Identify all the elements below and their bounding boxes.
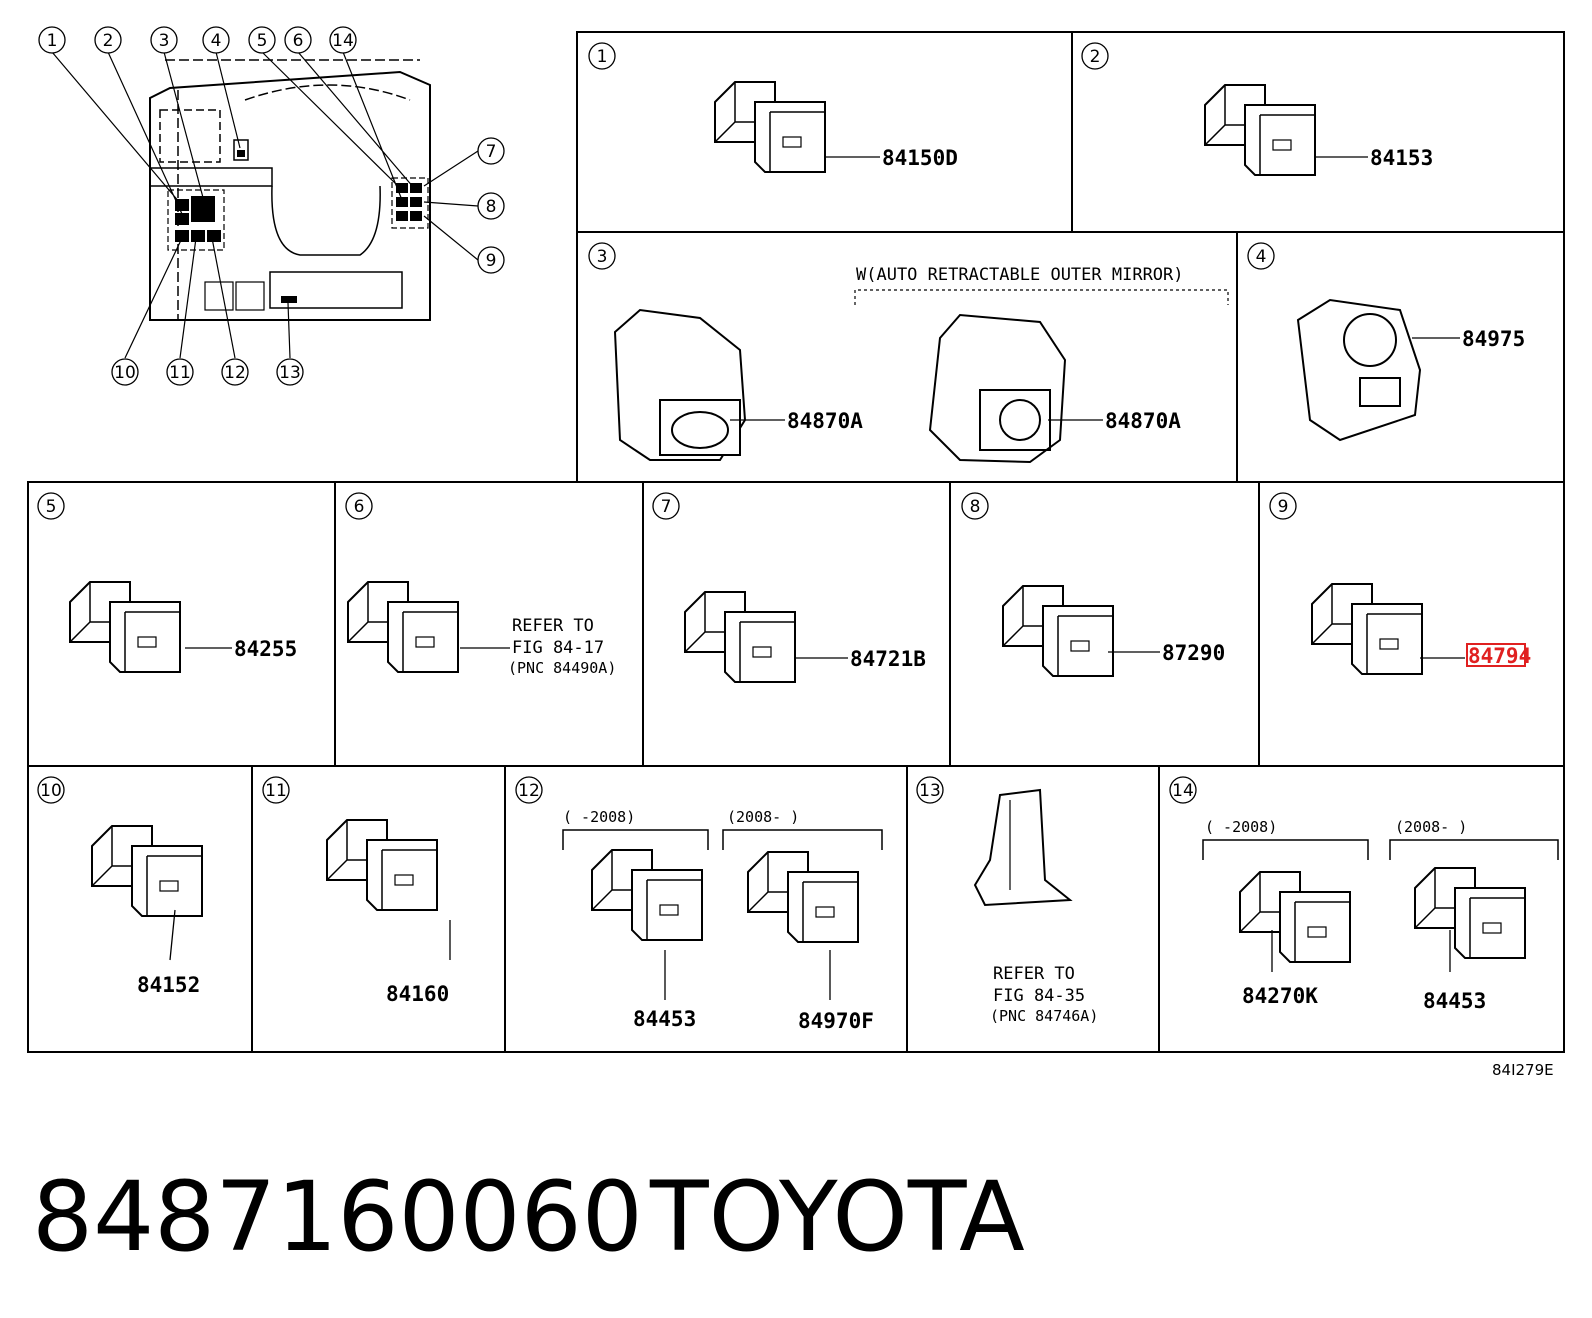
- panel-index-8: 8: [970, 497, 981, 517]
- refer-6-line1: REFER TO: [512, 616, 594, 636]
- panel-index-13: 13: [919, 781, 941, 801]
- panel-index-3: 3: [597, 247, 608, 267]
- panel-index-4: 4: [1256, 247, 1267, 267]
- panel-index-10: 10: [40, 781, 62, 801]
- part-number-84870a-left[interactable]: 84870A: [787, 409, 863, 433]
- switch-drawing-84255: [69, 581, 181, 673]
- overview-callout-2: 2: [103, 31, 114, 51]
- switch-drawing-84970f: [747, 851, 859, 943]
- refer-13-line3: (PNC 84746A): [990, 1007, 1098, 1025]
- figure-code: 84I279E: [1492, 1061, 1554, 1079]
- dimmer-switch-drawing: [1296, 298, 1422, 442]
- mirror-switch-drawing-left: [613, 308, 747, 461]
- part-number-84453-old[interactable]: 84453: [633, 1007, 696, 1031]
- overview-callout-5: 5: [257, 31, 268, 51]
- part-number-84152[interactable]: 84152: [137, 973, 200, 997]
- switch-drawing-panel6: [347, 581, 459, 673]
- panel-index-2: 2: [1090, 47, 1101, 67]
- refer-6-line3: (PNC 84490A): [508, 659, 616, 677]
- switch-drawing-84453-old: [591, 849, 703, 941]
- overview-callout-6: 6: [293, 31, 304, 51]
- overview-callout-11: 11: [169, 363, 191, 383]
- panel-index-6: 6: [354, 497, 365, 517]
- auto-retractable-note: W(AUTO RETRACTABLE OUTER MIRROR): [856, 265, 1184, 285]
- panel-index-1: 1: [597, 47, 608, 67]
- switch-drawing-84153: [1204, 84, 1316, 176]
- panel-index-9: 9: [1278, 497, 1289, 517]
- part-number-87290[interactable]: 87290: [1162, 641, 1225, 665]
- overview-callout-14: 14: [332, 31, 354, 51]
- part-number-84975[interactable]: 84975: [1462, 327, 1525, 351]
- part-number-84255[interactable]: 84255: [234, 637, 297, 661]
- footer-brand: TOYOTA: [649, 1161, 1025, 1273]
- panel-grid: [27, 31, 1565, 1053]
- mirror-switch-drawing-right: [928, 313, 1067, 464]
- overview-callout-13: 13: [279, 363, 301, 383]
- overview-dashboard: 1 2 3 4 5 6 14 7 8 9 10 11 12 13: [38, 26, 505, 386]
- overview-callout-9: 9: [486, 251, 497, 271]
- overview-callout-10: 10: [114, 363, 136, 383]
- switch-drawing-84721b: [684, 591, 796, 683]
- switch-drawing-84150d: [714, 81, 826, 173]
- overview-callout-4: 4: [211, 31, 222, 51]
- panel-index-11: 11: [265, 781, 287, 801]
- refer-13-line2: FIG 84-35: [993, 986, 1085, 1006]
- part-number-84721b[interactable]: 84721B: [850, 647, 926, 671]
- connector-drawing: [973, 788, 1073, 907]
- refer-6-line2: FIG 84-17: [512, 638, 604, 658]
- panel-index-7: 7: [661, 497, 672, 517]
- footer-part-number: 8487160060: [32, 1161, 643, 1273]
- overview-callout-12: 12: [224, 363, 246, 383]
- switch-drawing-84453-new: [1414, 867, 1526, 959]
- part-number-84270k[interactable]: 84270K: [1242, 984, 1318, 1008]
- refer-13-line1: REFER TO: [993, 964, 1075, 984]
- panel-index-14: 14: [1172, 781, 1194, 801]
- switch-drawing-84152: [91, 825, 203, 917]
- range-14-old: ( -2008): [1205, 818, 1277, 836]
- part-number-84153[interactable]: 84153: [1370, 146, 1433, 170]
- range-12-old: ( -2008): [563, 808, 635, 826]
- panel-index-5: 5: [46, 497, 57, 517]
- part-number-84150d[interactable]: 84150D: [882, 146, 958, 170]
- part-number-84160[interactable]: 84160: [386, 982, 449, 1006]
- switch-drawing-84160: [326, 819, 438, 911]
- range-14-new: (2008- ): [1395, 818, 1467, 836]
- overview-callout-1: 1: [47, 31, 58, 51]
- part-number-84453-new[interactable]: 84453: [1423, 989, 1486, 1013]
- part-number-84870a-right[interactable]: 84870A: [1105, 409, 1181, 433]
- part-number-84794[interactable]: 84794: [1468, 644, 1531, 668]
- panel-index-12: 12: [518, 781, 540, 801]
- overview-callout-7: 7: [486, 142, 497, 162]
- overview-callout-8: 8: [486, 197, 497, 217]
- switch-drawing-87290: [1002, 585, 1114, 677]
- switch-drawing-84270k: [1239, 871, 1351, 963]
- part-number-84970f[interactable]: 84970F: [798, 1009, 874, 1033]
- switch-drawing-84794: [1311, 583, 1423, 675]
- overview-callout-3: 3: [159, 31, 170, 51]
- range-12-new: (2008- ): [727, 808, 799, 826]
- highlight-box: [1466, 643, 1526, 667]
